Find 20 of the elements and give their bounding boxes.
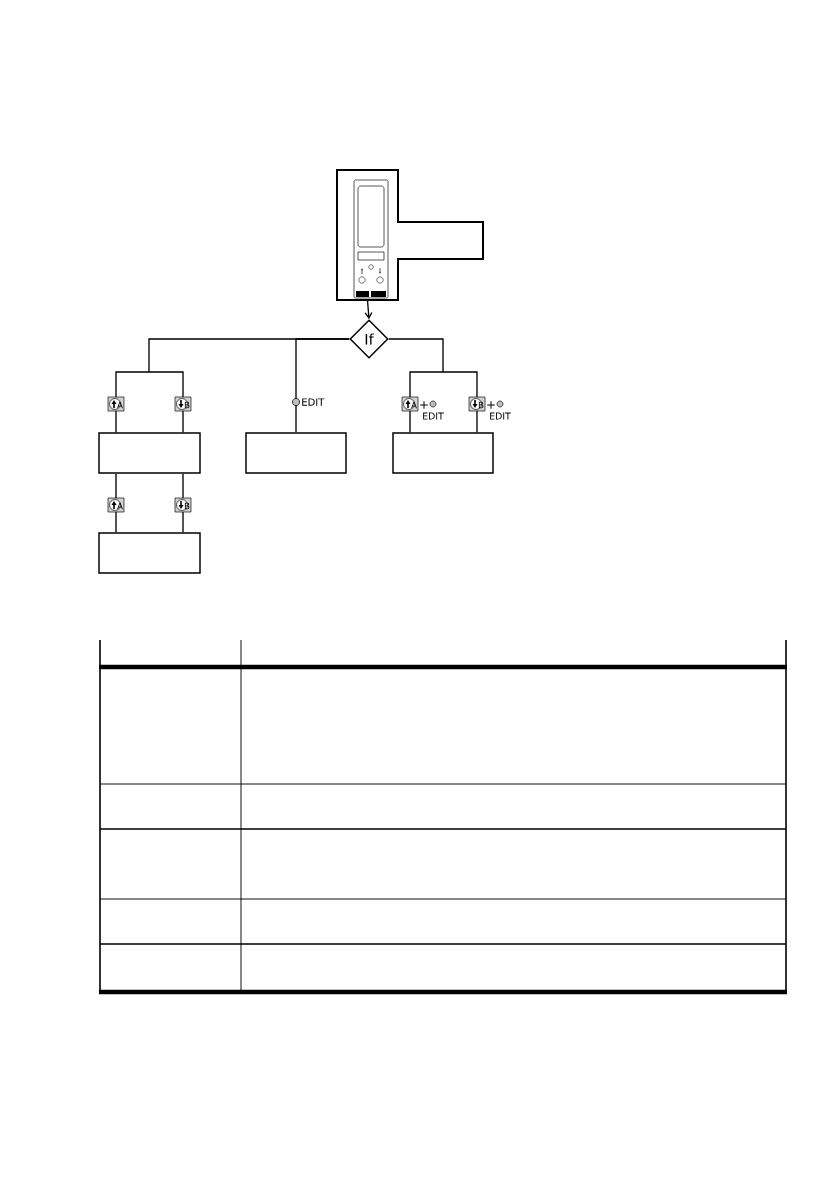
plus-sign: + (420, 401, 428, 409)
empty-box (98, 532, 201, 574)
plus-sign: + (487, 401, 495, 409)
key-label: EDIT (302, 398, 325, 406)
key-letter: A (117, 502, 123, 510)
key-label: EDIT (490, 412, 511, 420)
connector-line (115, 473, 184, 533)
key-label: EDIT (423, 412, 444, 420)
empty-box (98, 432, 201, 474)
key-letter: A (117, 401, 123, 409)
key-letter: B (478, 401, 484, 409)
connector-line (295, 338, 350, 433)
connector-line (364, 299, 373, 320)
connector-line (388, 338, 478, 433)
key-letter: A (411, 401, 417, 409)
device-drawing (336, 169, 484, 301)
key-letter: B (184, 502, 190, 510)
empty-box (245, 432, 347, 474)
empty-box (392, 432, 494, 474)
key-letter: B (184, 401, 190, 409)
